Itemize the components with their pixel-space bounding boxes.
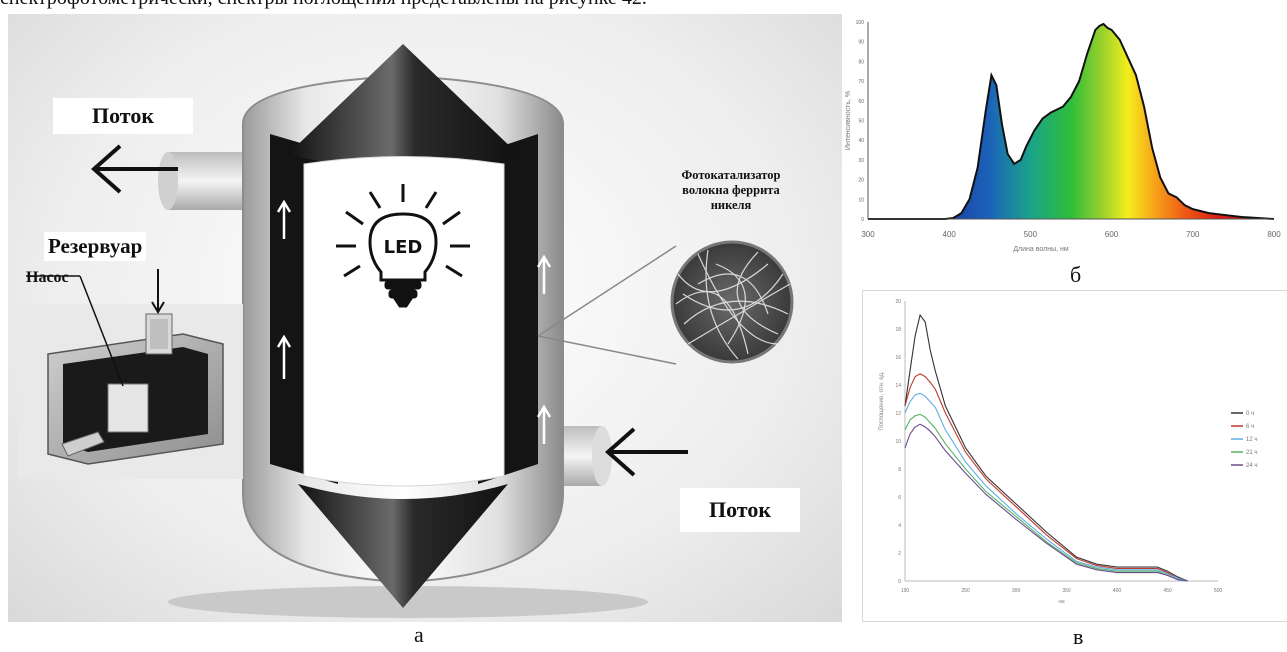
spectrum-svg: 300 400 500 600 700 800 0 10 20 30 40 50 60 70 80 90 100… <box>845 20 1281 253</box>
x-tick-label: 400 <box>1113 588 1122 594</box>
flow-label-top: Поток <box>53 98 193 134</box>
y-tick-label: 30 <box>858 158 864 164</box>
x-tick-label: 800 <box>1267 230 1281 239</box>
x-tick-label: 450 <box>1163 588 1172 594</box>
x-tick-label: 700 <box>1186 230 1200 239</box>
y-tick-label: 14 <box>895 383 901 389</box>
x-tick-label: 300 <box>861 230 875 239</box>
reactor-illustration: LED <box>8 14 842 622</box>
y-tick-label: 16 <box>895 355 901 361</box>
outlet-arrow <box>90 144 178 194</box>
y-tick-label: 40 <box>858 138 864 144</box>
legend-label: 6 ч <box>1246 424 1254 430</box>
led-spectrum-chart: 300 400 500 600 700 800 0 10 20 30 40 50 60 70 80 90 100… <box>842 14 1287 274</box>
y-tick-label: 0 <box>861 217 864 223</box>
y-tick-label: 20 <box>858 178 864 184</box>
x-tick-label: 400 <box>943 230 957 239</box>
y-axis-title: Поглощение, отн. ед. <box>879 371 885 430</box>
pump-block <box>47 269 224 465</box>
y-tick-label: 90 <box>858 40 864 46</box>
y-tick-label: 10 <box>858 197 864 203</box>
catalyst-label-line: никеля <box>710 198 752 212</box>
led-bulb-icon <box>336 184 470 308</box>
panel-letter-v: в <box>1073 624 1084 649</box>
magnifier-line-bottom <box>537 335 677 365</box>
x-axis-title: Длина волны, нм <box>1013 246 1069 253</box>
led-cylinder <box>303 156 505 487</box>
y-tick-label: 10 <box>895 439 901 445</box>
x-tick-label: 250 <box>961 588 970 594</box>
y-tick-label: 4 <box>898 523 901 529</box>
led-text: LED <box>384 237 423 258</box>
y-tick-label: 2 <box>898 551 901 557</box>
reservoir-label: Резервуар <box>44 232 147 261</box>
legend-label: 12 ч <box>1246 437 1257 443</box>
panel-letter-b: б <box>1066 262 1086 288</box>
panel-letter-a: а <box>414 622 424 647</box>
x-tick-label: 600 <box>1105 230 1119 239</box>
caption-text: спектрофотометрически, спектры поглощени… <box>0 0 1287 10</box>
flow-arrows-inner <box>276 199 552 444</box>
y-tick-label: 0 <box>898 579 901 585</box>
series-line <box>904 392 1188 582</box>
y-tick-label: 20 <box>895 299 901 305</box>
series-line <box>904 313 1188 582</box>
reactor-drawing: LED <box>18 44 794 618</box>
series-line <box>904 423 1188 582</box>
flow-label-bottom: Поток <box>680 488 800 532</box>
x-axis-title: нм <box>1058 599 1065 605</box>
y-tick-label: 80 <box>858 59 864 65</box>
top-cone <box>288 44 518 169</box>
inlet-arrow <box>604 427 688 477</box>
x-tick-label: 300 <box>1012 588 1021 594</box>
series-line <box>904 413 1188 582</box>
y-axis-title: Интенсивность, % <box>845 91 852 150</box>
y-tick-label: 50 <box>858 119 864 125</box>
y-tick-label: 12 <box>895 411 901 417</box>
y-tick-label: 6 <box>898 495 901 501</box>
x-tick-label: 350 <box>1062 588 1071 594</box>
legend-label: 21 ч <box>1246 450 1257 456</box>
absorption-chart: 0 2 4 6 8 10 12 14 16 18 20 190 250 300 350 400 450 500 нм… <box>862 290 1287 622</box>
spectrum-outline <box>868 22 1275 220</box>
pump-label: Насос <box>26 269 69 286</box>
x-tick-label: 190 <box>901 588 910 594</box>
magnifier-line-top <box>537 245 677 337</box>
x-tick-label: 500 <box>1024 230 1038 239</box>
y-tick-label: 60 <box>858 99 864 105</box>
pump-pointer <box>79 275 124 387</box>
y-tick-label: 8 <box>898 467 901 473</box>
legend-label: 24 ч <box>1246 463 1257 469</box>
y-tick-label: 18 <box>895 327 901 333</box>
legend-label: 0 ч <box>1246 411 1254 417</box>
spectrum-area <box>868 23 1274 219</box>
series-line <box>904 373 1188 582</box>
fiber-strands <box>675 249 791 360</box>
y-tick-label: 100 <box>856 20 865 26</box>
catalyst-label: Фотокатализатор волокна феррита никеля <box>646 168 816 213</box>
absorption-svg: 0 2 4 6 8 10 12 14 16 18 20 190 250 300 350 400 450 500 нм… <box>879 299 1257 605</box>
bottom-cone <box>298 484 508 608</box>
catalyst-label-line: Фотокатализатор <box>681 168 781 182</box>
catalyst-label-line: волокна феррита <box>682 183 780 197</box>
x-tick-label: 500 <box>1214 588 1223 594</box>
y-tick-label: 70 <box>858 79 864 85</box>
